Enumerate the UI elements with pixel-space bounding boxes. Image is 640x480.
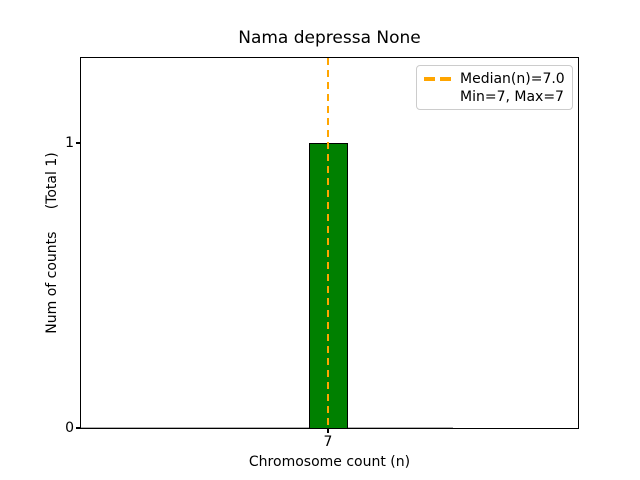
legend-label-minmax: Min=7, Max=7 — [460, 89, 564, 105]
y-tick-label-1: 1 — [65, 135, 74, 151]
y-tick-mark-0 — [76, 427, 80, 429]
y-axis-label: Num of counts (Total 1) — [44, 152, 60, 334]
legend-entry-minmax: Min=7, Max=7 — [424, 88, 566, 106]
x-axis-label: Chromosome count (n) — [248, 454, 411, 470]
y-tick-label-0: 0 — [65, 420, 74, 436]
median-dashed-line-icon — [424, 77, 451, 81]
legend-sample-spacer — [424, 95, 451, 99]
legend-label-median: Median(n)=7.0 — [460, 71, 565, 87]
legend-entry-median: Median(n)=7.0 — [424, 70, 566, 88]
y-tick-mark-1 — [76, 142, 80, 144]
plot-area: Median(n)=7.0 Min=7, Max=7 — [80, 57, 579, 429]
median-line — [327, 58, 329, 428]
chart-title: Nama depressa None — [238, 28, 421, 48]
legend: Median(n)=7.0 Min=7, Max=7 — [416, 65, 573, 110]
x-tick-mark-7 — [327, 429, 329, 433]
x-tick-label-7: 7 — [323, 434, 333, 450]
zero-baseline — [81, 427, 453, 428]
